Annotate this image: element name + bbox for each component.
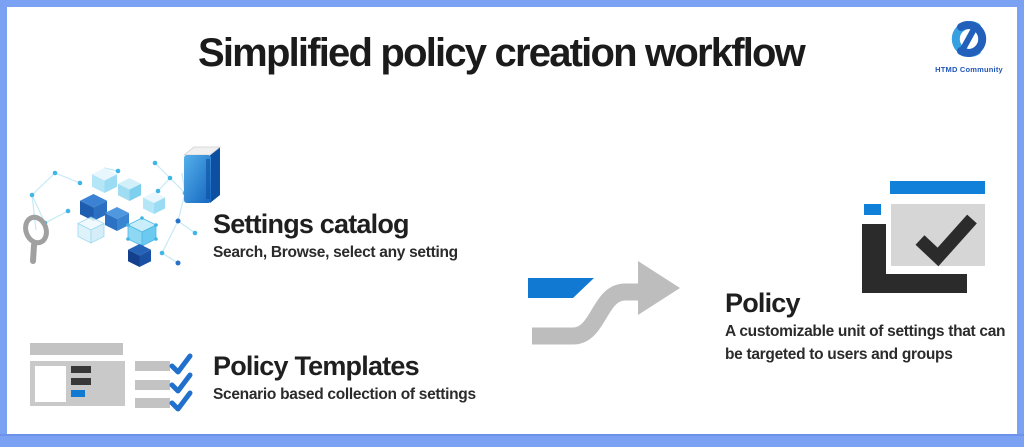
settings-catalog-heading: Settings catalog: [213, 209, 410, 239]
policy-templates-description: Scenario based collection of settings: [213, 386, 476, 404]
page-title: Simplified policy creation workflow: [197, 31, 806, 75]
check-marks: [169, 353, 193, 412]
settings-catalog-cubes-icon: [23, 146, 222, 267]
catalog-book-icon: [182, 146, 222, 203]
policy-window-checkmark-icon: [862, 181, 985, 293]
policy-description: A customizable unit of settings that can…: [725, 323, 1006, 363]
policy-templates-heading: Policy Templates: [213, 351, 420, 381]
policy-templates-checklist-icon: [30, 343, 193, 412]
policy-heading: Policy: [725, 288, 801, 318]
htmd-logo-mark: [951, 21, 987, 57]
search-magnifier-icon: [23, 214, 49, 264]
policy-templates-section: Policy Templates Scenario based collecti…: [213, 351, 476, 407]
policy-section: Policy A customizable unit of settings t…: [725, 288, 1017, 366]
workflow-arrow-icon: [528, 261, 680, 345]
settings-catalog-section: Settings catalog Search, Browse, select …: [213, 209, 458, 265]
settings-catalog-description: Search, Browse, select any setting: [213, 244, 458, 262]
cube-cluster: [77, 168, 165, 267]
logo-label: HTMD Community: [935, 65, 1003, 74]
htmd-community-logo: HTMD Community: [926, 18, 1012, 74]
